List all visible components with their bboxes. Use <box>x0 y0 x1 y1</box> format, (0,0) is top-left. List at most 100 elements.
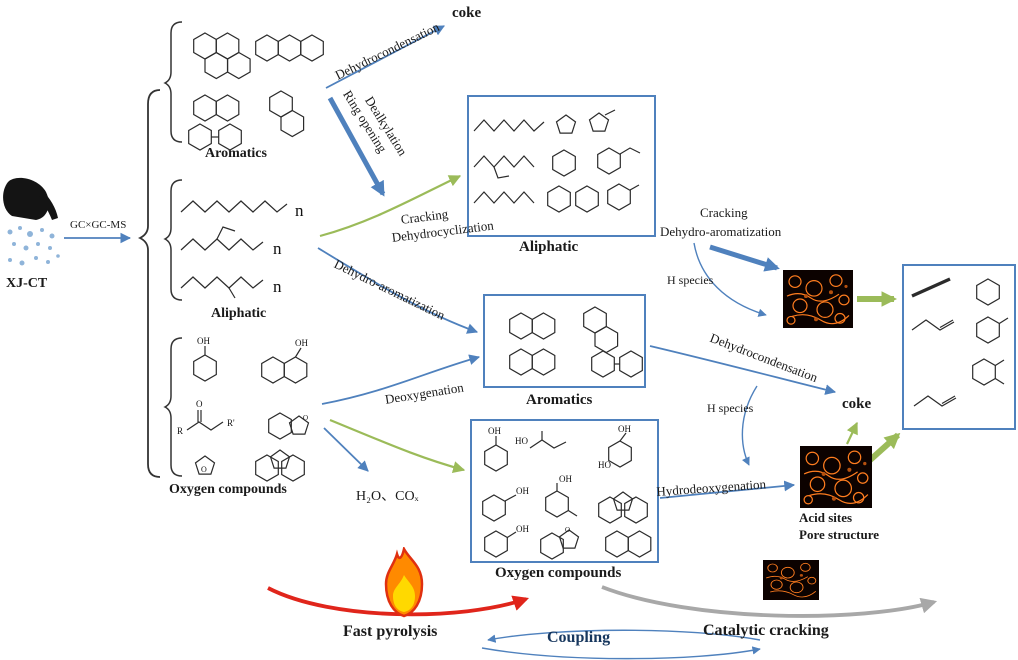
svg-text:OH: OH <box>618 424 631 434</box>
coal-tar-sample-graphic <box>3 177 60 266</box>
aromatics-box-structures <box>509 306 643 378</box>
cracking-right-label: Cracking <box>700 205 748 220</box>
aromatics-group-structures <box>188 32 324 151</box>
aromatics-group-label: Aromatics <box>205 146 267 161</box>
aliphatic-group-structures: n n n <box>180 200 304 299</box>
arrow-dehydrocondensation-mid <box>649 345 837 395</box>
arrow-to-aliphatic-box <box>319 175 462 238</box>
acid-sites-label: Acid sites <box>799 510 853 525</box>
svg-text:O: O <box>565 526 570 534</box>
svg-text:HO: HO <box>598 460 611 470</box>
arrow-ring-opening-dealkylation <box>327 96 386 197</box>
arrow-h-species-bottom <box>741 385 758 466</box>
arrow-fast-pyrolysis <box>267 586 530 617</box>
furan-structure: O <box>194 455 216 475</box>
arrow-coupling-back <box>487 629 761 643</box>
svg-text:O: O <box>196 399 203 409</box>
arrow-h-species-top <box>693 242 767 317</box>
catalyst-image-2 <box>800 446 872 508</box>
propene-product <box>911 319 955 331</box>
catalyst-image-1 <box>783 270 853 328</box>
benzofuranone-structure: O <box>268 412 310 440</box>
products-box <box>902 264 1016 430</box>
dibenzofuran-structure <box>598 491 648 524</box>
ketone-structure: O R R' <box>177 399 235 436</box>
pore-structure-label: Pore structure <box>799 527 880 542</box>
oxygen-intermediate-box: OH HO OH HO OH OH <box>470 419 659 563</box>
benzene-product <box>976 278 1000 306</box>
xylene-product <box>972 358 1005 386</box>
oxygen-group-structures: OH OH O R R' O O <box>177 336 310 482</box>
svg-text:HO: HO <box>515 436 528 446</box>
flame-icon <box>384 547 424 618</box>
svg-text:OH: OH <box>295 338 308 348</box>
phenol-structure: OH <box>484 426 508 472</box>
h-species-bottom-label: H species <box>707 401 754 415</box>
hydroxy-chain-structure: HO <box>515 431 567 449</box>
aliphatic-box-structures <box>473 109 641 213</box>
anthracene-structure <box>255 34 324 62</box>
oxygen-box-label: Oxygen compounds <box>495 565 622 581</box>
phenol-structure-2: OH <box>484 524 529 558</box>
svg-text:n: n <box>273 239 282 258</box>
oxygen-box-structures: OH HO OH HO OH OH <box>482 424 652 560</box>
aromatics-intermediate-box <box>483 294 646 388</box>
main-brace <box>137 89 161 478</box>
coke-top-label: coke <box>452 5 482 21</box>
coupling-label: Coupling <box>547 629 611 646</box>
svg-text:OH: OH <box>559 474 572 484</box>
naphthalene-structure <box>193 94 240 122</box>
dehydro-aromatization-right-label: Dehydro-aromatization <box>660 224 782 239</box>
svg-text:OH: OH <box>516 486 529 496</box>
branched-alkane-structure: n <box>180 226 282 258</box>
arrow-catalyst2-to-products <box>866 432 901 464</box>
biphenyl-structure <box>188 123 242 151</box>
arrow-deoxygenation <box>321 354 481 405</box>
svg-text:O: O <box>201 465 207 474</box>
fused-aromatic-structure <box>605 530 652 558</box>
svg-text:O: O <box>303 414 308 422</box>
aliphatic-brace <box>163 179 183 301</box>
butene-product <box>913 395 957 407</box>
pyrene-structure <box>193 32 251 80</box>
sample-label: XJ-CT <box>6 276 48 291</box>
droplets <box>7 226 60 266</box>
fast-pyrolysis-label: Fast pyrolysis <box>343 623 438 640</box>
arrow-catalyst2-to-coke <box>846 421 858 445</box>
aliphatic-group-label: Aliphatic <box>211 306 267 321</box>
arrow-to-oxygen-box <box>329 418 466 473</box>
arrow-hydrodeoxygenation <box>659 480 796 499</box>
arrow-cracking-to-catalyst1 <box>709 244 780 272</box>
h2o-cox-label: H₂O、COₓ <box>356 489 419 504</box>
svg-text:OH: OH <box>516 524 529 534</box>
svg-text:n: n <box>273 277 282 296</box>
gcgcms-label: GC×GC-MS <box>70 219 127 231</box>
svg-text:n: n <box>295 201 304 220</box>
arrow-dehydrocondensation-top <box>325 25 445 89</box>
catalytic-cracking-label: Catalytic cracking <box>703 622 829 639</box>
svg-text:R': R' <box>227 418 235 428</box>
arrow-coupling-forward <box>481 646 761 660</box>
alkane-chain-structure-2: n <box>180 276 282 299</box>
aromatics-brace <box>163 21 183 143</box>
svg-text:OH: OH <box>197 336 210 346</box>
naphthol-structure: OH <box>261 338 308 384</box>
alkane-chain-structure: n <box>180 200 304 220</box>
catalyst-image-3 <box>763 560 819 600</box>
products-structures <box>911 277 1009 407</box>
alkane-product <box>911 277 951 298</box>
methyl-phenol-structure: OH <box>545 474 578 518</box>
phenol-structure: OH <box>193 336 217 382</box>
h-species-top-label: H species <box>667 273 714 287</box>
aromatics-box-label: Aromatics <box>526 392 593 408</box>
arrow-dehydro-aromatization-left <box>317 247 479 334</box>
toluene-product <box>976 316 1009 344</box>
angular-fused-ring-structure <box>269 90 305 138</box>
coke-mid-label: coke <box>842 396 872 412</box>
svg-text:R: R <box>177 426 183 436</box>
benzyl-alcohol-structure: OH <box>482 486 529 522</box>
aliphatic-box-label: Aliphatic <box>519 239 579 255</box>
benzofuran-structure: O <box>540 526 580 560</box>
